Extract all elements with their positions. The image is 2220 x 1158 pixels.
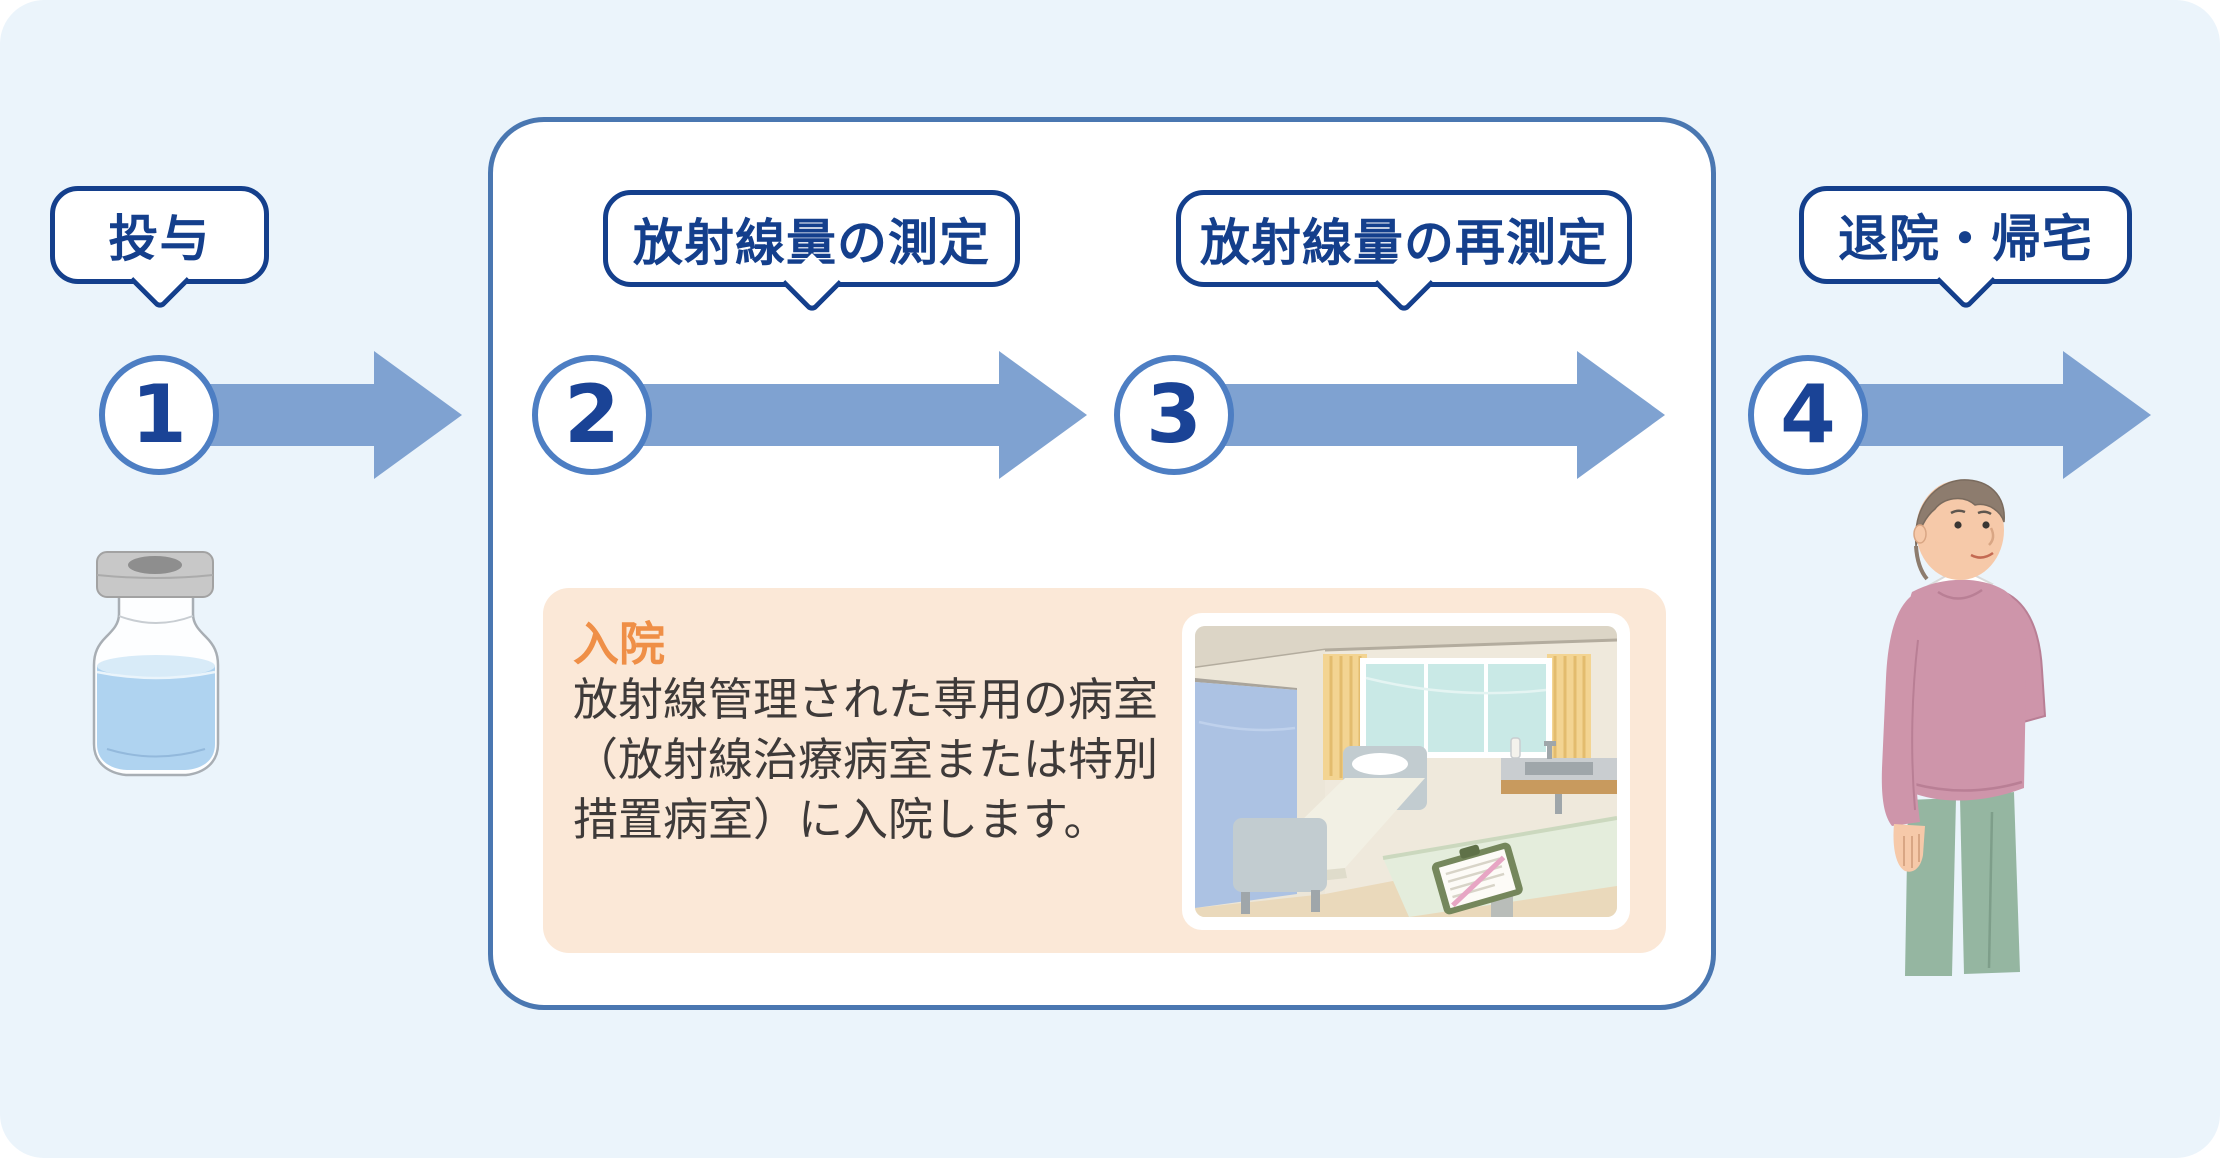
arrow-3-head — [1577, 351, 1665, 479]
step-3-number: 3 — [1146, 368, 1202, 461]
step-3-circle: 3 — [1114, 355, 1234, 475]
arrow-4-head — [2063, 351, 2151, 479]
arrow-2-head — [999, 351, 1087, 479]
step-1-label-bubble: 投与 — [50, 186, 269, 311]
admission-text-line: 措置病室）に入院します。 — [573, 793, 1109, 846]
admission-text: 放射線管理された専用の病室 （放射線治療病室または特別 措置病室）に入院します。 — [573, 670, 1158, 850]
admission-text-line: （放射線治療病室または特別 — [573, 733, 1159, 786]
medicine-vial-illustration — [85, 548, 227, 778]
clipboard — [1431, 842, 1523, 915]
hospital-room-frame — [1182, 613, 1630, 930]
step-2-circle: 2 — [532, 355, 652, 475]
step-4-number: 4 — [1780, 368, 1836, 461]
arrow-1-head — [374, 351, 462, 479]
sink — [1501, 737, 1617, 814]
step-1-circle: 1 — [99, 355, 219, 475]
step-4-circle: 4 — [1748, 355, 1868, 475]
window — [1360, 658, 1552, 758]
admission-text-line: 放射線管理された専用の病室 — [573, 673, 1159, 726]
hospital-room-illustration — [1195, 626, 1617, 917]
step-3-label-bubble: 放射線量の再測定 — [1176, 190, 1632, 314]
hospital-bed — [1233, 746, 1427, 914]
arrow-3-body — [1174, 384, 1577, 446]
step-2-number: 2 — [564, 368, 620, 461]
step-4-label-bubble: 退院・帰宅 — [1799, 186, 2132, 311]
step-2-label-bubble: 放射線量の測定 — [603, 190, 1020, 314]
step-1-number: 1 — [131, 368, 187, 461]
admission-heading: 入院 — [573, 617, 665, 671]
elderly-patient-illustration — [1852, 468, 2057, 980]
arrow-2-body — [592, 384, 999, 446]
